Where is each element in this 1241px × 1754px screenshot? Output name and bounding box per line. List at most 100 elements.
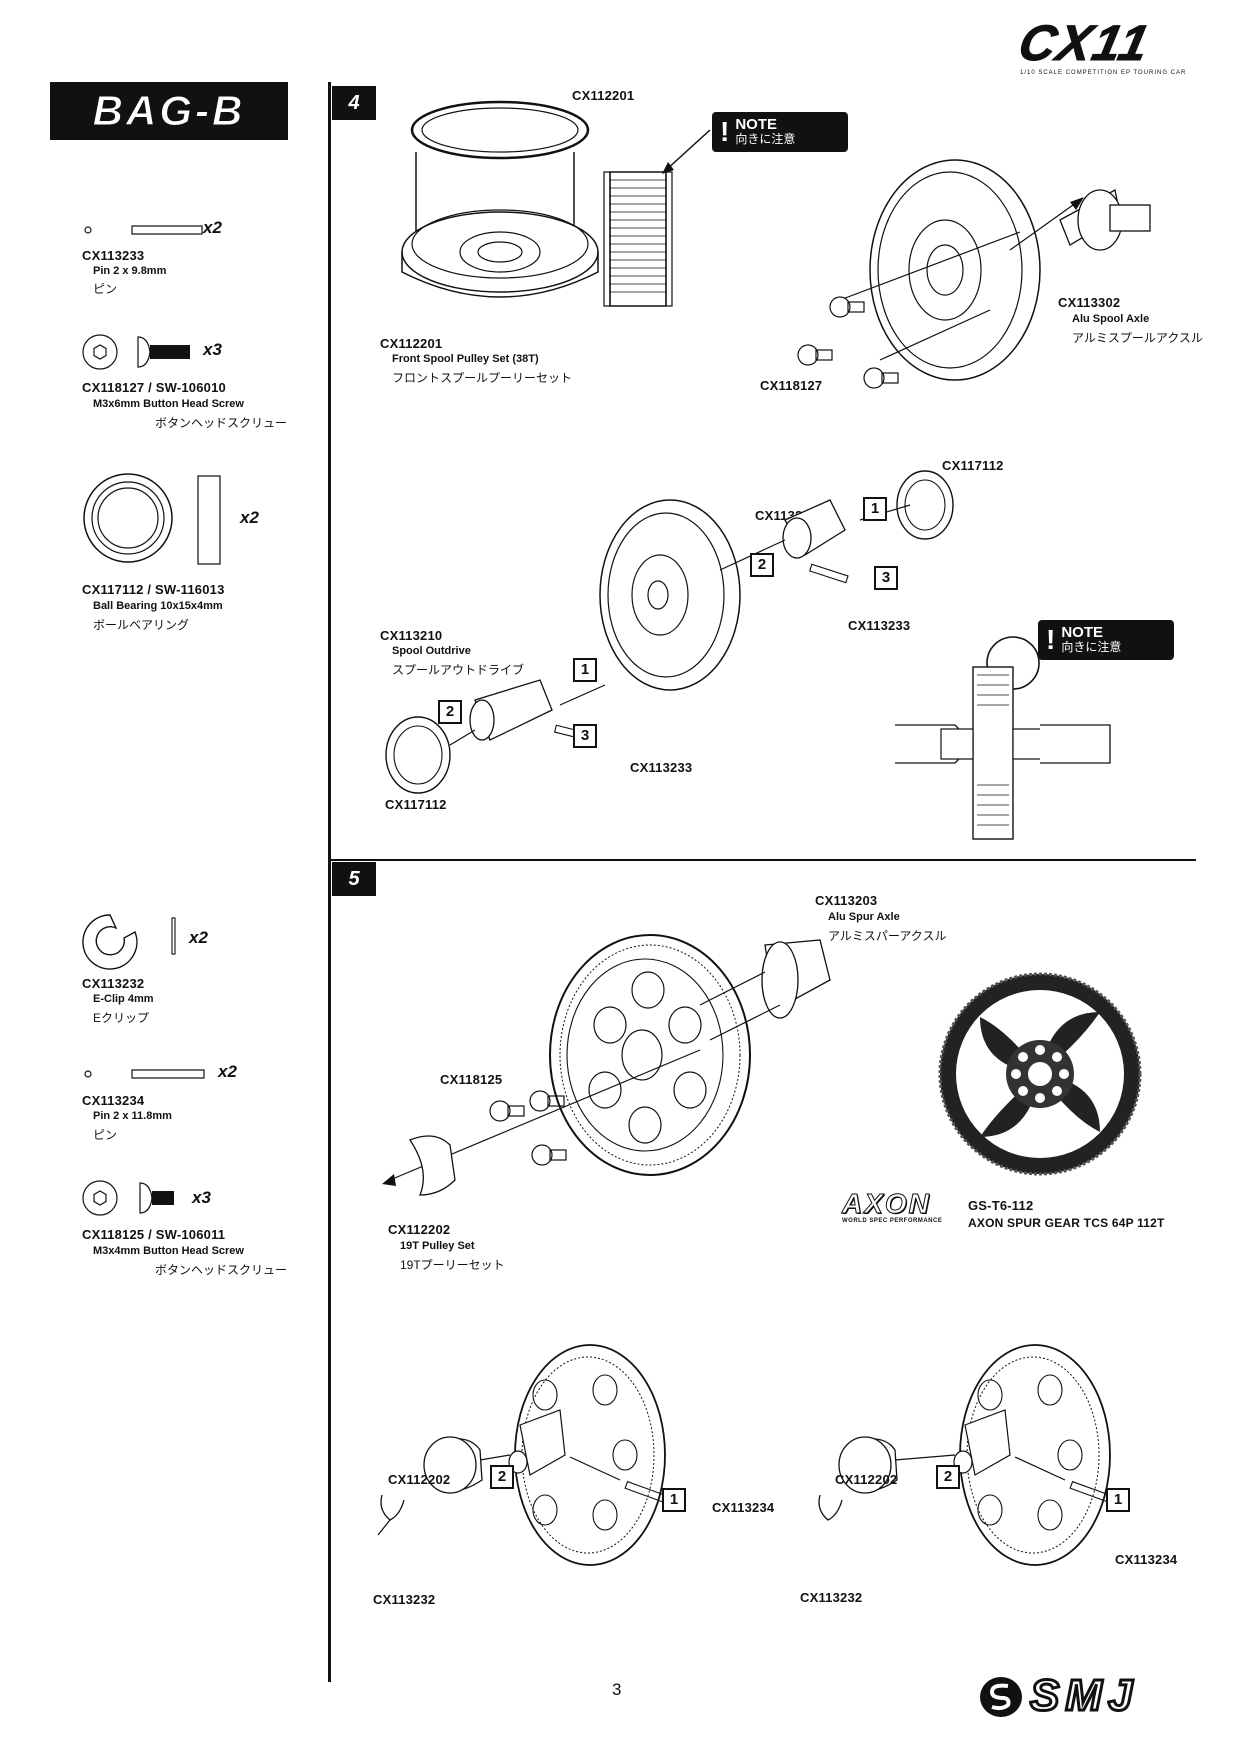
outdrive-assembly-drawing [599,470,954,691]
part-name: Ball Bearing 10x15x4mm [93,600,223,612]
spur-gear-exploded-drawing [382,934,831,1196]
label-cx113203-jp: アルミスパーアクスル [828,929,947,943]
label-r-cx113234: CX113234 [1115,1552,1178,1567]
label-l-cx112202: CX112202 [388,1472,451,1487]
label-cx112201-top: CX112201 [572,88,635,103]
label-cx113203: CX113203 [815,893,878,908]
label-cx113302-jp: アルミスプールアクスル [1072,331,1203,345]
page-number: 3 [612,1680,622,1699]
part-jp: Eクリップ [93,1011,150,1025]
button-head-screw-icon [137,336,190,368]
label-r-cx112202: CX112202 [835,1472,898,1487]
part-code: CX113232 [82,976,145,991]
label-cx117112-b: CX117112 [385,797,447,812]
pin-icon [84,225,203,235]
cx11-logo: CX11 1/10 SCALE COMPETITION EP TOURING C… [1014,15,1220,77]
smj-brand-text: SMJ [1028,1670,1139,1721]
axon-spur-gear-image [938,972,1142,1176]
label-l-cx113232: CX113232 [373,1592,436,1607]
smj-s-icon [980,1677,1022,1717]
warning-icon: ! [1046,624,1056,655]
label-cx112202: CX112202 [388,1222,451,1237]
label-cx113302: CX113302 [1058,295,1121,310]
label-cx118127: CX118127 [760,378,823,393]
label-cx113210: CX113210 [380,628,443,643]
e-clip-side-icon [171,917,176,955]
qty-bearing: x2 [240,508,259,527]
step-4-tag: 4 [332,86,376,120]
screw-drawing [797,344,833,366]
gear-pulley-assembly-right [818,1344,1121,1566]
bearing-side-icon [197,475,221,565]
label-r-cx113232: CX113232 [800,1590,863,1605]
part-jp: ピン [93,1128,118,1142]
part-jp: ピン [93,282,118,296]
step-5-tag: 5 [332,862,376,896]
qty-pin-11-8: x2 [218,1062,237,1081]
callout-2: 2 [936,1465,960,1489]
note-jp: 向きに注意 [1061,640,1122,654]
part-name: M3x4mm Button Head Screw [93,1245,244,1257]
ball-bearing-icon [83,473,173,563]
part-code: CX117112 / SW-116013 [82,582,225,597]
pulley-exploded-drawing [401,100,599,298]
note-box: ! NOTE 向きに注意 [712,112,848,152]
column-divider [328,82,331,1682]
e-clip-icon [82,914,138,970]
screw-drawing [863,367,899,389]
label-cx112202-jp: 19Tプーリーセット [400,1258,505,1272]
label-cx113233-b: CX113233 [630,760,693,775]
part-code: CX113233 [82,248,145,263]
qty-pin-9-8: x2 [203,218,222,237]
callout-1: 1 [1106,1488,1130,1512]
label-cx112201-name: Front Spool Pulley Set (38T) [392,353,539,365]
label-axon-spur-gear: AXON SPUR GEAR TCS 64P 112T [968,1216,1165,1230]
label-cx113203-name: Alu Spur Axle [828,911,900,923]
callout-1: 1 [573,658,597,682]
axon-tagline: WORLD SPEC PERFORMANCE [842,1218,943,1224]
label-cx113233-a: CX113233 [848,618,911,633]
label-l-cx113234: CX113234 [712,1500,775,1515]
label-cx112201: CX112201 [380,336,443,351]
part-name: M3x6mm Button Head Screw [93,398,244,410]
logo-subtitle: 1/10 SCALE COMPETITION EP TOURING CAR [1020,70,1187,76]
qty-screw-m3x6: x3 [203,340,222,359]
note-jp: 向きに注意 [735,132,796,146]
bag-label-text: BAG-B [92,87,246,135]
part-code: CX113234 [82,1093,145,1108]
screw-head-icon [82,1180,118,1216]
outdrive-left-drawing [385,679,606,794]
note-title: NOTE [1061,624,1103,641]
label-cx112202-name: 19T Pulley Set [400,1240,475,1252]
label-cx113210-jp: スプールアウトドライブ [392,663,525,677]
part-jp: ボタンヘッドスクリュー [155,1263,288,1277]
screw-drawing [531,1144,567,1166]
callout-1: 2 [750,553,774,577]
part-name: Pin 2 x 9.8mm [93,265,167,277]
label-gs-t6-112: GS-T6-112 [968,1198,1034,1213]
logo-text: CX11 [1014,15,1156,72]
screw-drawing [529,1090,565,1112]
qty-screw-m3x4: x3 [192,1188,211,1207]
note-box: ! NOTE 向きに注意 [1038,620,1174,660]
axon-logo: AXON WORLD SPEC PERFORMANCE [842,1189,964,1224]
gear-pulley-assembly-left [377,1344,676,1566]
bag-label: BAG-B [50,82,288,140]
callout-3: 1 [863,497,887,521]
screw-drawing [829,296,865,318]
callout-2: 3 [573,724,597,748]
label-cx118125: CX118125 [440,1072,503,1087]
spool-side-view [895,636,1111,840]
button-head-screw-icon [139,1182,174,1214]
label-cx112201-jp: フロントスプールプーリーセット [392,371,573,385]
warning-icon: ! [720,116,730,147]
callout-2: 3 [874,566,898,590]
part-code: CX118125 / SW-106011 [82,1227,226,1242]
note-title: NOTE [735,116,777,133]
part-jp: ボールベアリング [93,618,190,632]
step-divider [328,859,1196,861]
part-code: CX118127 / SW-106010 [82,380,226,395]
callout-1: 1 [662,1488,686,1512]
label-cx113302-name: Alu Spool Axle [1072,313,1150,325]
label-cx117112-a: CX117112 [942,458,1004,473]
